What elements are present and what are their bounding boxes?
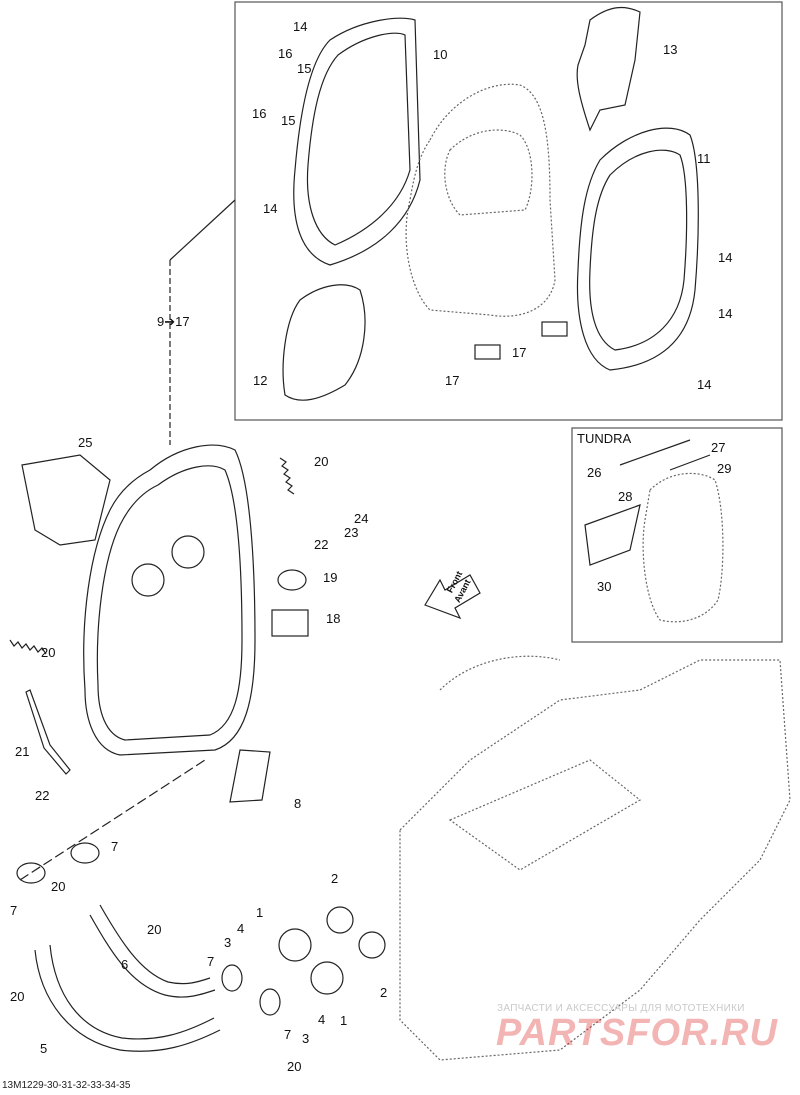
callout-10: 10 bbox=[433, 47, 448, 62]
callout-20: 20 bbox=[51, 879, 66, 894]
callout-16: 16 bbox=[252, 106, 267, 121]
callout-20: 20 bbox=[10, 989, 25, 1004]
tundra-muffler bbox=[642, 472, 724, 623]
callout-7: 7 bbox=[207, 954, 215, 969]
callout-11: 11 bbox=[697, 151, 711, 166]
callout-23: 23 bbox=[344, 525, 359, 540]
callout-14: 14 bbox=[263, 201, 278, 216]
muffler-outline-upper bbox=[405, 83, 556, 317]
callout-14: 14 bbox=[293, 19, 308, 34]
callout-2: 2 bbox=[380, 985, 388, 1000]
part-19-grommet bbox=[277, 569, 307, 591]
part-5-pipe bbox=[34, 949, 221, 1052]
callout-1: 1 bbox=[256, 905, 264, 920]
part-30-plate bbox=[584, 504, 641, 566]
callout-18: 18 bbox=[326, 611, 341, 626]
callout-19: 19 bbox=[323, 570, 338, 585]
callout-12: 12 bbox=[253, 373, 268, 388]
tundra-inset-frame bbox=[571, 427, 783, 643]
callout-21: 21 bbox=[15, 744, 30, 759]
spring-20-left bbox=[9, 639, 47, 655]
callout-5: 5 bbox=[40, 1041, 48, 1056]
part-1-flange-b bbox=[310, 961, 344, 995]
part-10-cover bbox=[293, 17, 421, 266]
callout-4: 4 bbox=[318, 1012, 326, 1027]
callout-9-to-17: 9➔17 bbox=[157, 314, 190, 329]
engine-outline bbox=[399, 659, 791, 1061]
callout-13: 13 bbox=[663, 42, 678, 57]
part-8-bracket bbox=[229, 749, 271, 803]
watermark-caption: ЗАПЧАСТИ И АКСЕССУАРЫ ДЛЯ МОТОТЕХНИКИ bbox=[497, 1003, 745, 1014]
callout-15: 15 bbox=[281, 113, 296, 128]
callout-8: 8 bbox=[294, 796, 302, 811]
callout-25: 25 bbox=[78, 435, 93, 450]
tundra-inset-title: TUNDRA bbox=[577, 431, 632, 446]
callout-14: 14 bbox=[697, 377, 712, 392]
part-2-gasket-b bbox=[358, 931, 386, 959]
callout-27: 27 bbox=[711, 440, 726, 455]
callout-3: 3 bbox=[224, 935, 232, 950]
part-11-cover bbox=[576, 127, 699, 371]
part-7-ring-a bbox=[16, 862, 46, 884]
callout-3: 3 bbox=[302, 1031, 310, 1046]
part-12-gasket bbox=[282, 284, 366, 401]
part-25-heat-shield bbox=[21, 454, 111, 546]
callout-7: 7 bbox=[10, 903, 18, 918]
part-1-flange-a bbox=[278, 928, 312, 962]
callout-14: 14 bbox=[718, 306, 733, 321]
part-7-ring-c bbox=[221, 964, 243, 992]
callout-7: 7 bbox=[111, 839, 119, 854]
callout-15: 15 bbox=[297, 61, 312, 76]
part-17-block-b bbox=[541, 321, 568, 337]
callout-29: 29 bbox=[717, 461, 732, 476]
callout-28: 28 bbox=[618, 489, 633, 504]
callout-2: 2 bbox=[331, 871, 339, 886]
part-2-gasket-a bbox=[326, 906, 354, 934]
callout-17: 17 bbox=[445, 373, 460, 388]
spring-20-top bbox=[279, 457, 295, 495]
callout-22: 22 bbox=[314, 537, 329, 552]
part-6-pipe bbox=[89, 914, 216, 998]
part-18-bracket bbox=[271, 609, 309, 637]
part-29-strip bbox=[669, 454, 711, 471]
callout-24: 24 bbox=[354, 511, 369, 526]
callout-20: 20 bbox=[287, 1059, 302, 1074]
upper-detail-frame bbox=[234, 1, 783, 421]
part-7-ring-d bbox=[259, 988, 281, 1016]
callout-16: 16 bbox=[278, 46, 293, 61]
callout-26: 26 bbox=[587, 465, 602, 480]
callout-30: 30 bbox=[597, 579, 612, 594]
callout-14: 14 bbox=[718, 250, 733, 265]
callout-4: 4 bbox=[237, 921, 245, 936]
part-13-gasket bbox=[576, 6, 641, 132]
callout-22: 22 bbox=[35, 788, 50, 803]
callout-20: 20 bbox=[41, 645, 56, 660]
callout-1: 1 bbox=[340, 1013, 348, 1028]
callout-20: 20 bbox=[147, 922, 162, 937]
part-17-block-a bbox=[474, 344, 501, 360]
front-direction-arrow bbox=[424, 574, 481, 620]
callout-7: 7 bbox=[284, 1027, 292, 1042]
document-code: 13M1229-30-31-32-33-34-35 bbox=[2, 1080, 131, 1091]
watermark-brand: PARTSFOR.RU bbox=[496, 1012, 778, 1054]
part-7-ring-b bbox=[70, 842, 100, 864]
main-muffler bbox=[83, 444, 256, 756]
callout-6: 6 bbox=[121, 957, 129, 972]
callout-20: 20 bbox=[314, 454, 329, 469]
part-21-bracket bbox=[25, 689, 71, 775]
callout-17: 17 bbox=[512, 345, 527, 360]
part-27-strip bbox=[619, 439, 691, 466]
